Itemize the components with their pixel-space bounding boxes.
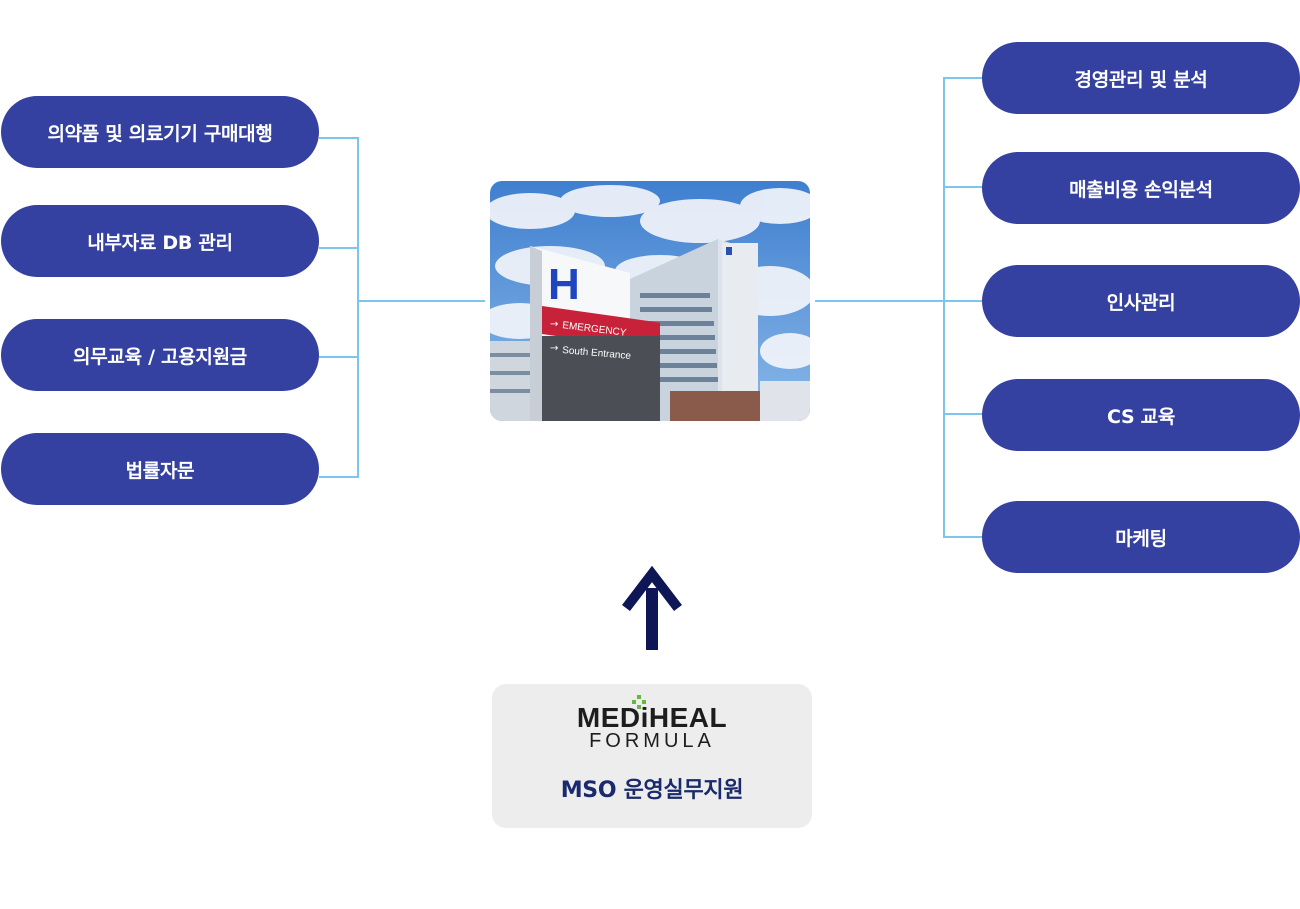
service-pill-db-management[interactable]: 내부자료 DB 관리 — [1, 205, 319, 277]
service-pill-label: 의약품 및 의료기기 구매대행 — [47, 122, 273, 145]
left-to-photo-connector — [357, 300, 485, 302]
card-caption: MSO 운영실무지원 — [560, 778, 744, 803]
left-connector-3 — [319, 356, 358, 358]
service-pill-management-analysis[interactable]: 경영관리 및 분석 — [982, 42, 1300, 114]
left-connector-2 — [319, 247, 358, 249]
logo-line1: MEDiHEAL — [576, 702, 728, 733]
service-pill-profit-analysis[interactable]: 매출비용 손익분석 — [982, 152, 1300, 224]
arrow-right-icon: → — [550, 319, 558, 330]
service-pill-purchasing[interactable]: 의약품 및 의료기기 구매대행 — [1, 96, 319, 168]
service-pill-label: 인사관리 — [1106, 291, 1176, 314]
logo-wordmark: MEDiHEAL — [576, 695, 728, 733]
service-pill-label: 마케팅 — [1115, 527, 1167, 550]
service-pill-hr[interactable]: 인사관리 — [982, 265, 1300, 337]
logo-line2: FORMULA — [589, 730, 715, 752]
right-connector-5 — [943, 536, 982, 538]
service-pill-label: 법률자문 — [125, 459, 195, 482]
service-pill-marketing[interactable]: 마케팅 — [982, 501, 1300, 573]
right-trunk — [943, 77, 945, 538]
hospital-photo: H EMERGENCY South Entrance → → — [490, 181, 810, 421]
mediheal-formula-logo: MEDiHEAL FORMULA — [492, 695, 812, 752]
photo-to-right-connector — [815, 300, 982, 302]
service-pill-label: 경영관리 및 분석 — [1074, 68, 1208, 91]
left-trunk — [357, 137, 359, 478]
right-connector-2 — [943, 186, 982, 188]
mso-support-card: MEDiHEAL FORMULA MSO 운영실무지원 — [492, 684, 812, 828]
hospital-sign-letter: H — [548, 260, 580, 309]
service-pill-label: 의무교육 / 고용지원금 — [73, 345, 247, 368]
logo-mark-icon — [631, 695, 646, 709]
service-pill-cs-education[interactable]: CS 교육 — [982, 379, 1300, 451]
right-connector-1 — [943, 77, 982, 79]
service-pill-label: CS 교육 — [1106, 405, 1176, 428]
left-connector-4 — [319, 476, 358, 478]
service-pill-label: 매출비용 손익분석 — [1069, 178, 1213, 201]
right-connector-4 — [943, 413, 982, 415]
arrow-right-icon: → — [550, 343, 558, 354]
arrow-up-icon — [622, 566, 682, 650]
service-pill-education-subsidy[interactable]: 의무교육 / 고용지원금 — [1, 319, 319, 391]
left-connector-1 — [319, 137, 358, 139]
service-pill-label: 내부자료 DB 관리 — [87, 231, 233, 254]
service-pill-legal-advice[interactable]: 법률자문 — [1, 433, 319, 505]
